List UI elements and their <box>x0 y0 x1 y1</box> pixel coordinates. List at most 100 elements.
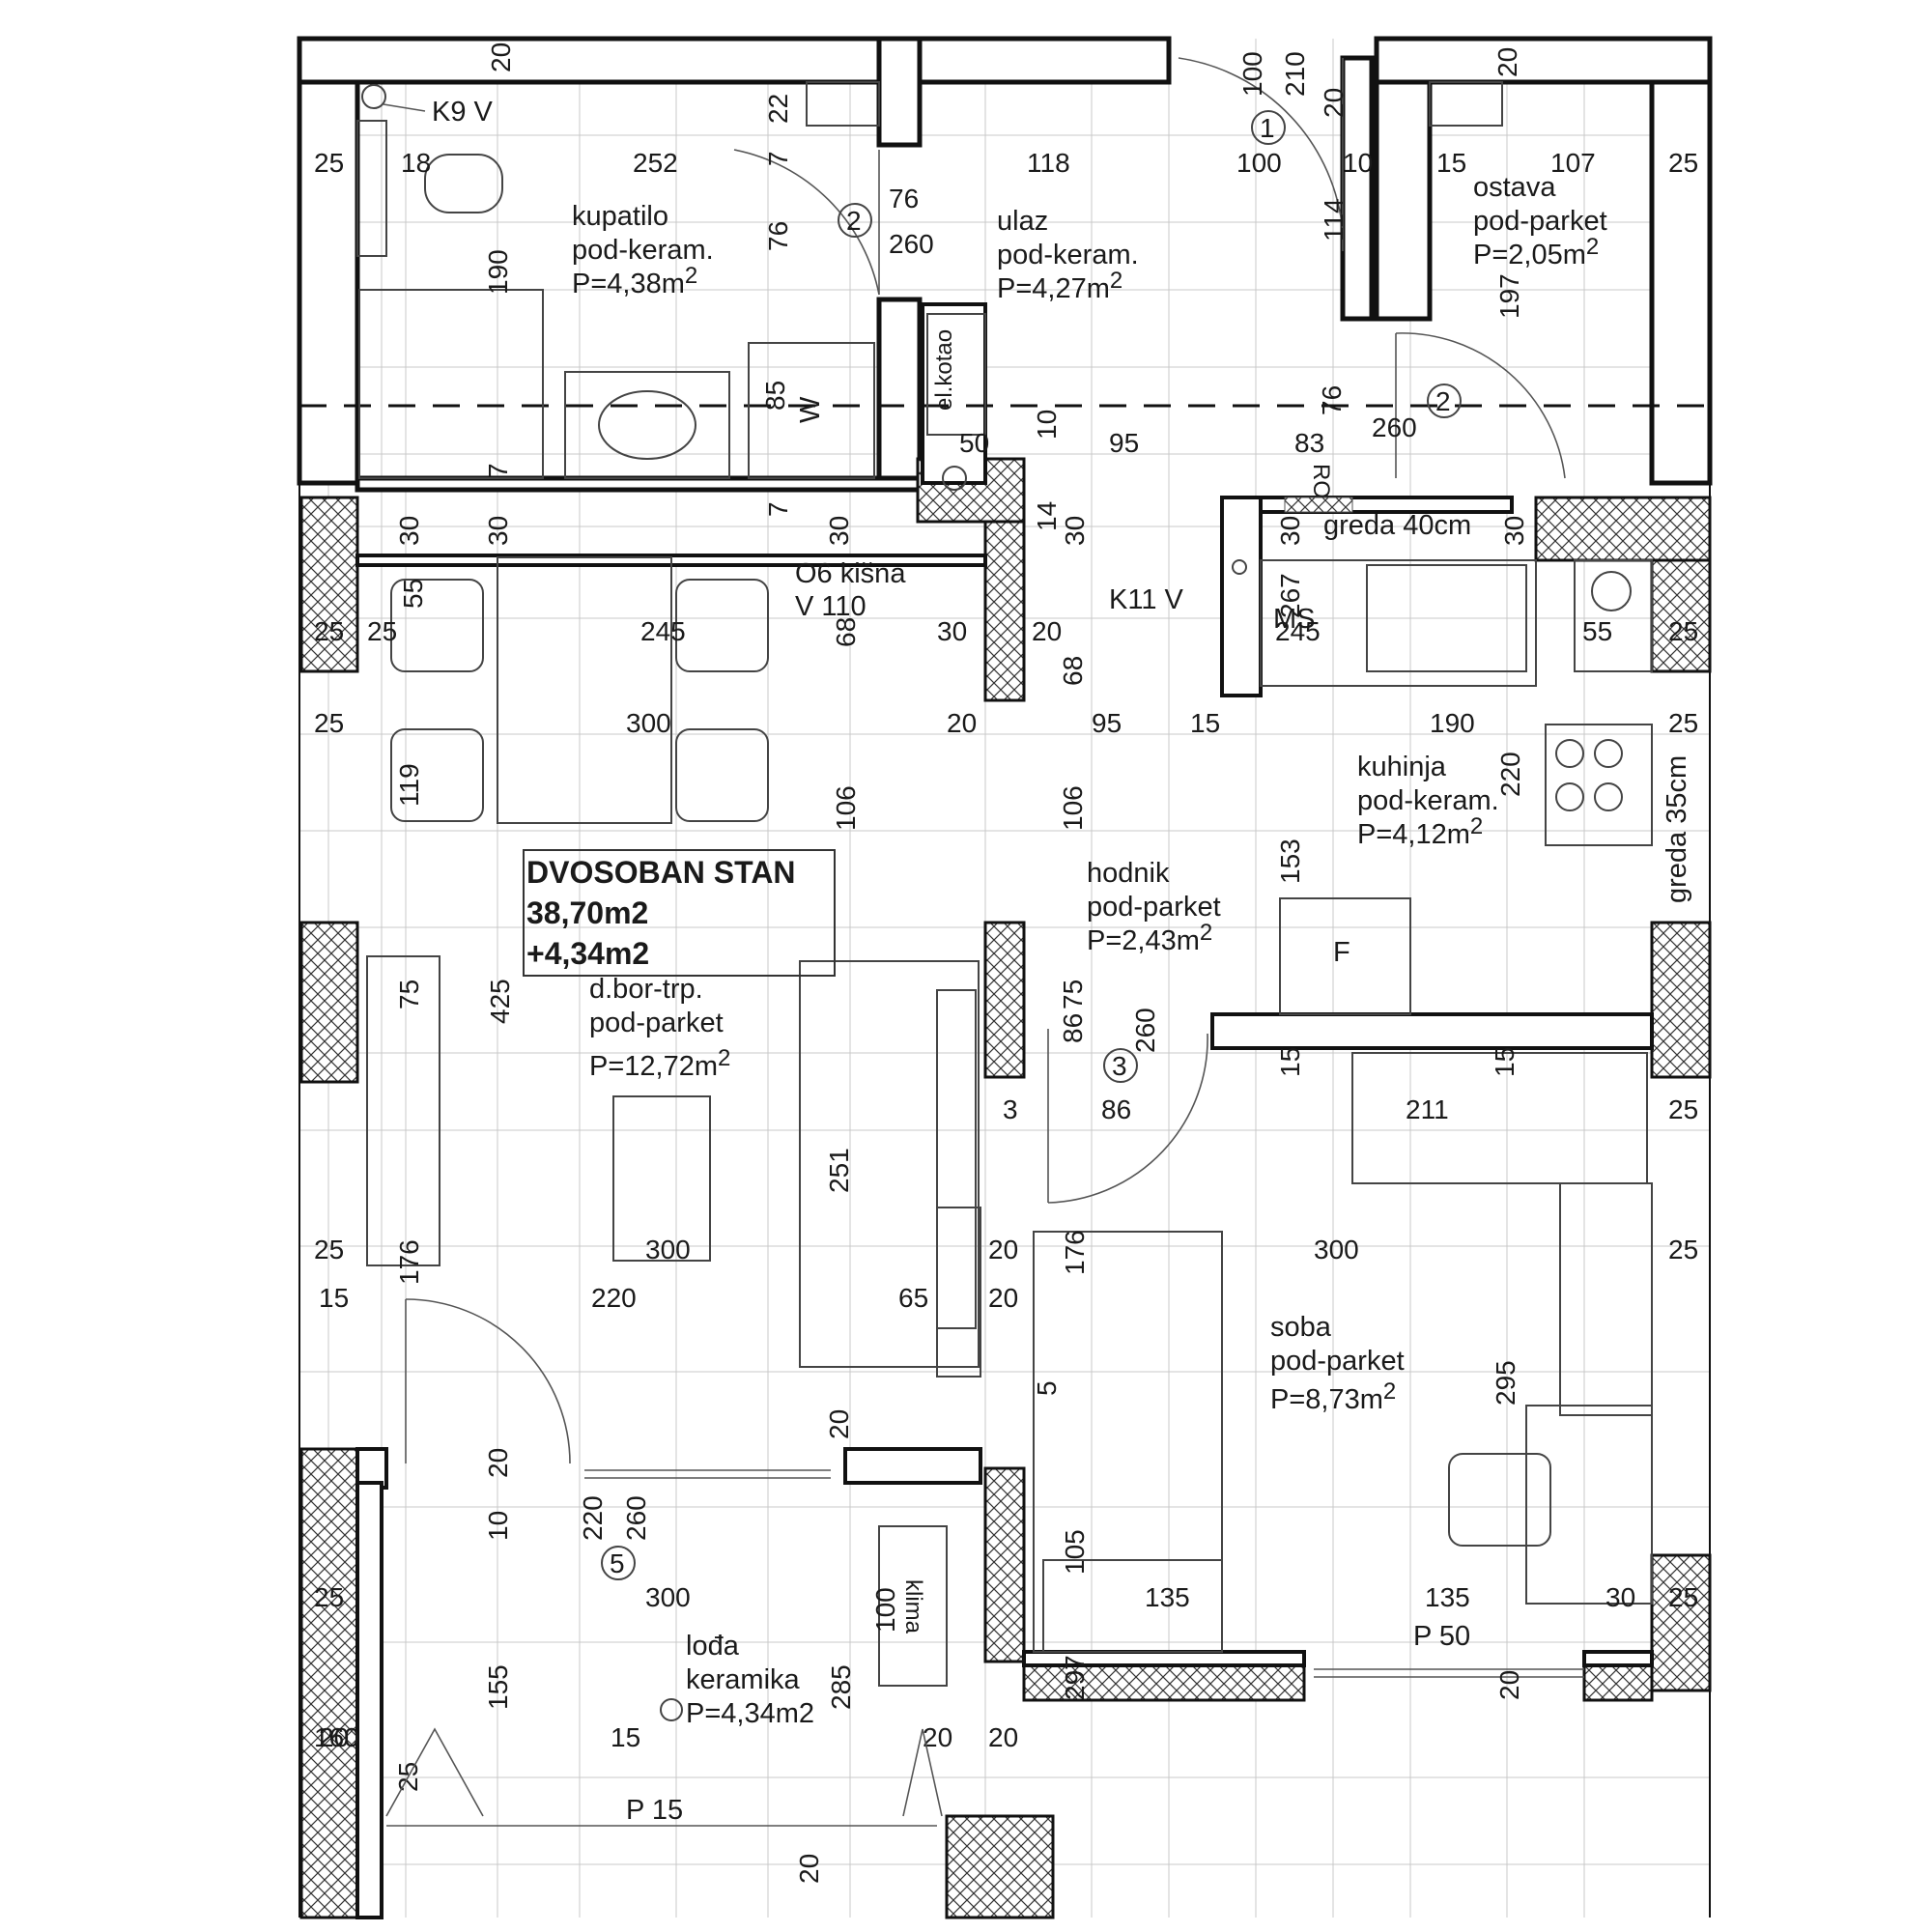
room-loggia: lođa keramika P=4,34m2 <box>686 1631 814 1729</box>
loggia-windows <box>385 1727 943 1827</box>
apartment-area: 38,70m2 <box>526 895 648 930</box>
dimension: 105 <box>1060 1529 1090 1575</box>
dimension: 25 <box>314 1582 344 1612</box>
dimension: 135 <box>1145 1582 1190 1612</box>
dimension: 7 <box>763 501 793 517</box>
room-storage: ostava pod-parket P=2,05m2 <box>1473 172 1607 270</box>
dimension: 25 <box>314 708 344 738</box>
dimension: 20 <box>486 43 516 72</box>
room-area: P=4,12m2 <box>1357 813 1483 850</box>
door-tag: 1 <box>1260 113 1275 143</box>
dimension: 300 <box>645 1582 691 1612</box>
dimension: 425 <box>485 979 515 1024</box>
dimension: 76 <box>889 184 919 213</box>
dimension: 190 <box>1430 708 1475 738</box>
dimension: 25 <box>1668 1235 1698 1264</box>
dimension: 5 <box>1032 1380 1062 1396</box>
dimension: 20 <box>1032 616 1062 646</box>
dimension: 176 <box>394 1239 424 1285</box>
hatched-columns <box>299 457 1712 1919</box>
dimension: 18 <box>401 148 431 178</box>
room-name: kuhinja <box>1357 752 1447 782</box>
door-tag: 2 <box>846 206 862 236</box>
dimension: 20 <box>1319 88 1349 118</box>
dimension: 300 <box>645 1235 691 1264</box>
dimension: 25 <box>1668 148 1698 178</box>
dimension: 100 <box>1236 148 1282 178</box>
label-greda-40: greda 40cm <box>1323 510 1471 541</box>
dimension: 260 <box>1130 1008 1160 1053</box>
misc-labels: K9 V K11 V O6 kišna V 110 el.kotao MS W … <box>383 97 1692 1826</box>
dimension: 20 <box>988 1722 1018 1752</box>
room-area: P=2,05m2 <box>1473 234 1599 270</box>
dimension: 30 <box>1060 516 1090 546</box>
dimension: 76 <box>1317 385 1347 415</box>
dimension: 300 <box>626 708 671 738</box>
room-floor: pod-keram. <box>572 235 714 266</box>
label-elkotao: el.kotao <box>931 329 957 411</box>
room-bathroom: kupatilo pod-keram. P=4,38m2 <box>572 201 714 299</box>
door-swings <box>405 57 1584 1678</box>
dimension: 10 <box>1343 148 1373 178</box>
room-living: d.bor-trp. pod-parket P=12,72m2 <box>589 974 730 1082</box>
dimension: 25 <box>314 616 344 646</box>
dimension: 15 <box>1490 1047 1520 1077</box>
room-area: P=12,72m2 <box>589 1045 730 1082</box>
dimension: 107 <box>1550 148 1596 178</box>
dimension: 25 <box>367 616 397 646</box>
dimension: 210 <box>1280 51 1310 97</box>
dimension: 153 <box>1275 838 1305 884</box>
room-floor: pod-parket <box>1270 1346 1405 1377</box>
dimension: 76 <box>763 221 793 251</box>
label-o6-line2: V 110 <box>795 591 867 622</box>
room-area: P=2,43m2 <box>1087 920 1212 956</box>
dimension: 20 <box>483 1448 513 1478</box>
label-w: W <box>795 396 826 423</box>
room-entry: ulaz pod-keram. P=4,27m2 <box>997 206 1139 304</box>
dimension: 86 <box>1101 1094 1131 1124</box>
room-floor: pod-parket <box>589 1008 724 1038</box>
dimension: 20 <box>794 1854 824 1884</box>
room-area: P=4,27m2 <box>997 268 1122 304</box>
dimension: 197 <box>1494 273 1524 319</box>
dimension: 220 <box>591 1283 637 1313</box>
dimension: 211 <box>1406 1094 1449 1124</box>
door-tag: 3 <box>1112 1051 1127 1081</box>
apartment-title-box <box>523 849 836 977</box>
door-tag: 5 <box>610 1548 625 1578</box>
label-p50: P 50 <box>1413 1621 1470 1652</box>
room-area: P=8,73m2 <box>1270 1378 1396 1415</box>
dimension: 100 <box>870 1587 900 1633</box>
dimension: 160 <box>314 1722 359 1752</box>
dimension: 30 <box>483 516 513 546</box>
room-name: ostava <box>1473 172 1556 203</box>
dimension: 55 <box>398 579 428 609</box>
dimension: 7 <box>483 463 513 478</box>
room-area: P=4,38m2 <box>572 263 697 299</box>
dimension: 15 <box>1190 708 1220 738</box>
dimension: 106 <box>831 785 861 831</box>
room-kitchen: kuhinja pod-keram. P=4,12m2 <box>1357 752 1499 850</box>
dimension: 20 <box>988 1283 1018 1313</box>
dimension: 245 <box>640 616 686 646</box>
dimension: 25 <box>1668 1582 1698 1612</box>
dimension: 245 <box>1275 616 1321 646</box>
room-name: ulaz <box>997 206 1048 237</box>
dimension: 95 <box>1092 708 1122 738</box>
room-floor: pod-parket <box>1473 206 1607 237</box>
room-floor: keramika <box>686 1664 801 1695</box>
dimension: 252 <box>633 148 678 178</box>
dimension: 30 <box>394 516 424 546</box>
dimension: 25 <box>1668 1094 1698 1124</box>
label-p15: P 15 <box>626 1795 683 1826</box>
dimension: 20 <box>1492 47 1522 77</box>
label-klima: klima <box>900 1579 926 1634</box>
door-tags: 1 2 2 3 5 <box>601 110 1462 1580</box>
room-name: soba <box>1270 1312 1332 1343</box>
dimension: 20 <box>1494 1670 1524 1700</box>
dimension: 86 <box>1058 1013 1088 1043</box>
label-f: F <box>1333 937 1350 968</box>
room-floor: pod-parket <box>1087 892 1221 923</box>
dimension: 10 <box>483 1511 513 1541</box>
dimension: 295 <box>1491 1360 1520 1406</box>
